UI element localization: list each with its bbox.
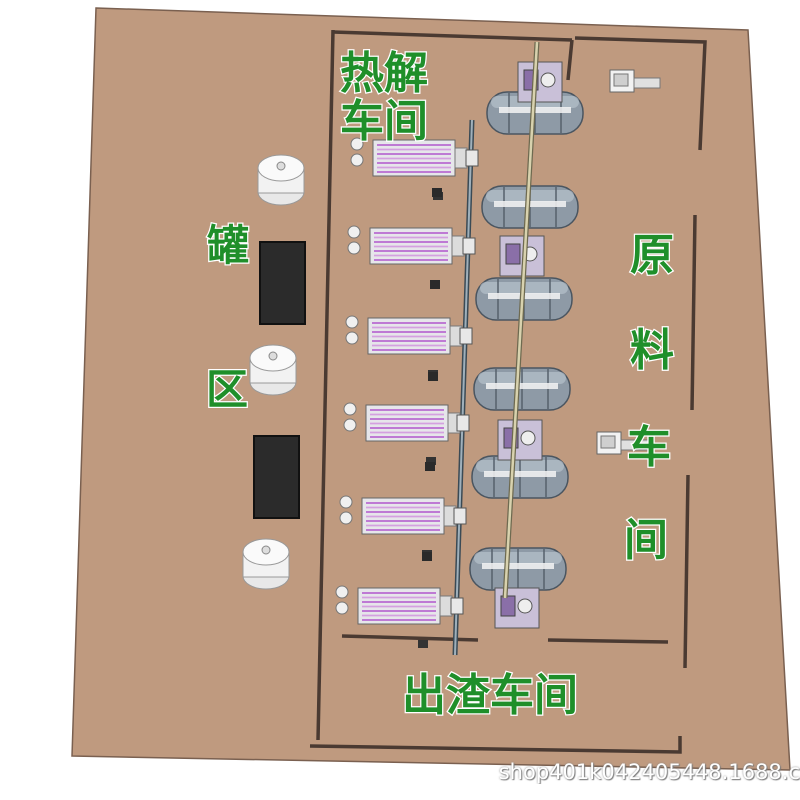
storage-tank-2 [249,344,297,396]
pyrolysis-workshop-label-line2: 车间 [340,96,428,147]
reactor-drive-unit [517,61,563,103]
condenser-unit [343,402,470,465]
floor-slab [71,7,791,771]
storage-tank-1 [257,154,305,206]
reactor-drive-unit [494,587,540,629]
raw-material-workshop-char: 原 [630,230,674,281]
tank-pad-upper [259,241,306,325]
control-box [432,188,442,197]
control-box [430,280,440,289]
pyrolysis-reactor [471,455,569,499]
slag-workshop-label: 出渣车间 [402,670,578,721]
raw-material-workshop-char: 车 [627,422,671,473]
condenser-unit [339,495,467,558]
pyrolysis-reactor [469,547,567,591]
reactor-drive-unit [497,419,543,461]
tank-area-label-char2: 区 [206,365,248,414]
pyrolysis-reactor [473,367,571,411]
condenser-unit [335,585,464,648]
control-box [422,552,432,561]
watermark: shop401k042405448.1688.c [498,760,800,784]
production-lines [335,61,584,648]
workshop-walls [309,29,707,754]
raw-material-workshop-char: 料 [630,325,674,376]
storage-tank-3 [242,538,290,590]
feeder-unit-top [609,69,661,93]
tank-area-label-char1: 罐 [207,221,249,270]
control-box [428,372,438,381]
pyrolysis-workshop-label-line1: 热解 [340,48,428,99]
control-box [425,462,435,471]
condenser-unit [347,225,476,288]
condenser-unit [350,137,479,200]
feeder-unit-middle [596,431,650,455]
raw-material-workshop-char: 间 [624,515,668,566]
tank-pad-lower [253,435,300,519]
